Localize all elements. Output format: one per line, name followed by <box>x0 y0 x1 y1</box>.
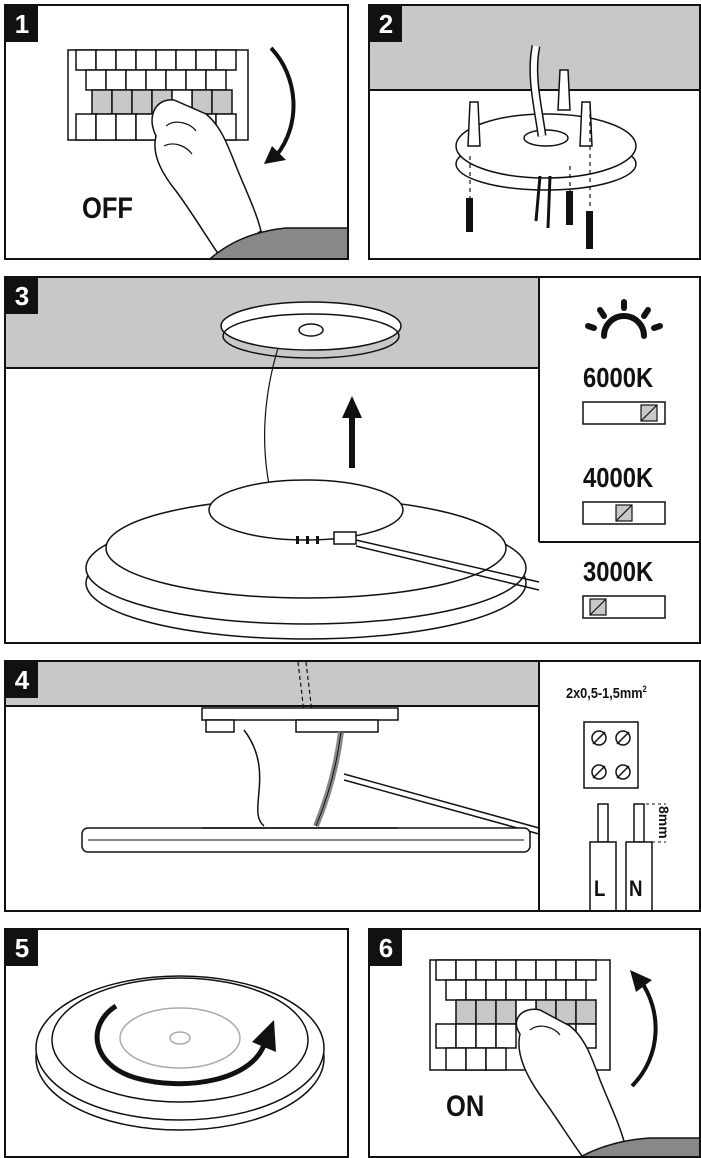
cct-6000k-label: 6000K <box>583 362 654 393</box>
step-5-number: 5 <box>6 930 38 966</box>
step-2-number: 2 <box>370 6 402 42</box>
step-6-panel: 6 <box>368 928 701 1158</box>
on-label: ON <box>446 1090 485 1123</box>
switch-on-illustration <box>429 959 699 1156</box>
cct-3000k-label: 3000K <box>583 556 654 587</box>
mounting-plate-illustration <box>370 6 699 249</box>
step-4-number: 4 <box>6 662 38 698</box>
wiring-illustration <box>6 662 666 910</box>
step-1-number: 1 <box>6 6 38 42</box>
step-2-panel: 2 <box>368 4 701 260</box>
neutral-label: N <box>629 876 643 901</box>
switch-off-illustration <box>67 46 347 258</box>
cable-spec-text: 2x0,5-1,5mm <box>566 685 643 702</box>
cct-4000k-label: 4000K <box>583 462 654 493</box>
step-3-panel: 3 <box>4 276 701 644</box>
step-3-number: 3 <box>6 278 38 314</box>
strip-length-label: 8mm <box>656 806 672 839</box>
step-5-panel: 5 <box>4 928 349 1158</box>
cable-spec-label: 2x0,5-1,5mm2 <box>566 684 647 702</box>
step-6-number: 6 <box>370 930 402 966</box>
cable-spec-sup: 2 <box>642 684 647 694</box>
live-label: L <box>594 876 606 901</box>
cct-switch-illustration <box>6 278 699 640</box>
sun-icon <box>585 299 663 339</box>
step-4-panel: 4 <box>4 660 701 912</box>
step-1-panel: 1 <box>4 4 349 260</box>
off-label: OFF <box>82 192 133 225</box>
rotate-lamp-illustration <box>35 975 325 1131</box>
